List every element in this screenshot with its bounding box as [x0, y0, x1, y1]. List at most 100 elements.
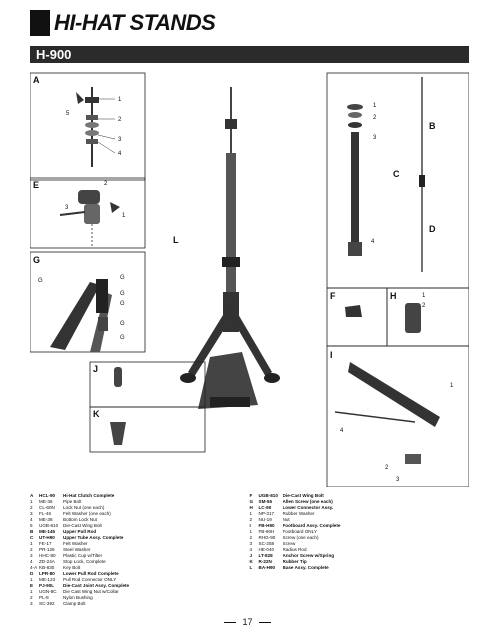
part-code: PR-126 — [39, 547, 55, 552]
part-key: L — [249, 565, 253, 570]
box-K — [89, 406, 206, 453]
callout-I-3: 3 — [396, 477, 400, 483]
box-G — [30, 251, 146, 353]
part-code: LC-90 — [258, 505, 272, 510]
label-E: E — [33, 180, 39, 190]
part-row: 1 ME-123 Pull Rod Connector ONLY — [30, 577, 250, 583]
part-desc: Radius Rod — [282, 547, 307, 552]
part-key: 4 — [249, 547, 253, 552]
label-D: D — [429, 224, 436, 234]
callout-G-4: G — [120, 301, 125, 307]
part-key: F — [249, 493, 253, 498]
part-key: 1 — [30, 541, 33, 546]
footer-dash-right — [259, 622, 272, 624]
part-key: 1 — [30, 499, 33, 504]
part-desc: Nut — [282, 517, 290, 522]
part-desc: Die-Cast Wing Bolt — [282, 493, 324, 498]
part-key: 1 — [30, 589, 33, 594]
part-key: 4 — [30, 517, 33, 522]
part-desc: Upper Pull Rod — [63, 529, 97, 534]
stand-illustration — [180, 87, 280, 409]
callout-A-5: 5 — [66, 111, 70, 117]
part-key: H — [249, 505, 253, 510]
part-desc: Footboard Assy. Complete — [282, 523, 341, 528]
part-key: 3 — [30, 511, 33, 516]
part-code: UT-H90 — [39, 535, 55, 540]
callout-B-1: 1 — [373, 103, 377, 109]
part-key: 1 — [249, 529, 253, 534]
part-desc: Die Cast Wing Nut w/Collar — [63, 589, 119, 594]
part-code: SC-258 — [258, 541, 275, 546]
part-code: PL-8 — [39, 595, 49, 600]
part-desc: Steel Washer — [63, 547, 91, 552]
part-desc: Screw — [282, 541, 296, 546]
part-code: ME-123 — [39, 577, 56, 582]
part-desc: Lock Nut (one each) — [63, 505, 105, 510]
part-code: UGB-810 — [258, 493, 278, 498]
label-F: F — [330, 291, 336, 301]
part-key: 3 — [249, 541, 253, 546]
part-row: 3 SC-258 Screw — [250, 541, 470, 547]
label-A: A — [33, 75, 40, 85]
box-A — [30, 72, 146, 181]
part-key: I — [249, 523, 251, 528]
callout-E-2: 2 — [104, 181, 108, 187]
callout-G-5: G — [120, 321, 125, 327]
callout-E-1: 1 — [122, 213, 126, 219]
footer-dash-left — [223, 622, 236, 624]
part-desc: Stop Lock, Complete — [63, 559, 106, 564]
label-B: B — [429, 121, 436, 131]
part-desc: Clamp Bolt — [63, 601, 86, 606]
callout-E-3: 3 — [65, 205, 69, 211]
part-code: HE-040 — [258, 547, 275, 552]
part-code: HHC-80 — [39, 553, 56, 558]
part-desc: Pull Rod Connector ONLY — [63, 577, 117, 582]
part-code: SM-55 — [258, 499, 273, 504]
part-desc: Screw (one each) — [282, 535, 319, 540]
upper-tube-illustration — [347, 77, 425, 272]
part-key: E — [30, 583, 34, 588]
part-code: SC-392 — [39, 601, 55, 606]
part-code: R-22N — [258, 559, 272, 564]
part-desc: Felt Washer (one each) — [63, 511, 111, 516]
header-block — [30, 10, 50, 36]
callout-G-2: G — [120, 275, 125, 281]
part-code: ME-145 — [39, 529, 56, 534]
part-key: J — [249, 553, 253, 558]
part-key: G — [249, 499, 254, 504]
part-row: E PJ-90L Die-Cast Joint Assy. Complete — [30, 583, 250, 589]
page-number: 17 — [242, 617, 253, 627]
part-code: UGN-8C — [39, 589, 57, 594]
callout-I-4: 4 — [340, 428, 344, 434]
part-code: ME-38 — [39, 517, 53, 522]
box-I — [326, 345, 469, 487]
part-key: 2 — [30, 505, 33, 510]
part-desc: Anchor Screw w/Spring — [282, 553, 335, 558]
part-code: KB-830 — [39, 565, 55, 570]
part-row: 1 UGN-8C Die Cast Wing Nut w/Collar — [30, 589, 250, 595]
callout-A-4: 4 — [118, 151, 122, 157]
callout-B-2: 2 — [373, 115, 377, 121]
part-key: 1 — [30, 577, 33, 582]
clutch-illustration — [76, 87, 99, 167]
page-title: HI-HAT STANDS — [54, 10, 216, 35]
part-key: D — [30, 571, 34, 576]
part-desc: Die-Cast Joint Assy. Complete — [63, 583, 130, 588]
part-code: PJ-90L — [39, 583, 55, 588]
